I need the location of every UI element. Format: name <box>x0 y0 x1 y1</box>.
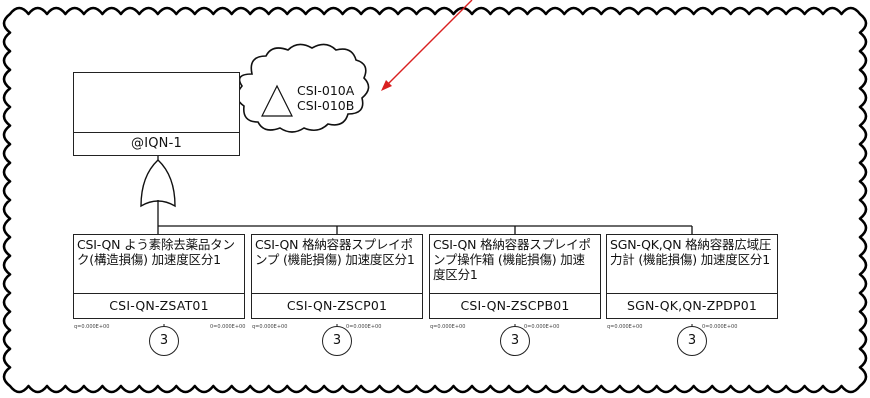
basic-event-box[interactable]: CSI-QN 格納容器スプレイポンプ (機能損傷) 加速度区分1 CSI-QN-… <box>251 234 423 319</box>
basic-event-box[interactable]: CSI-QN よう素除去薬品タンク(構造損傷) 加速度区分1 CSI-QN-ZS… <box>73 234 245 319</box>
count-circle: 3 <box>500 326 530 356</box>
wavy-border <box>2 6 868 394</box>
event-code: CSI-QN-ZSCPB01 <box>430 293 600 318</box>
transfer-item: CSI-010A <box>297 83 355 98</box>
basic-event-box[interactable]: SGN-QK,QN 格納容器広域圧力計 (機能損傷) 加速度区分1 SGN-QK… <box>606 234 778 319</box>
event-description: CSI-QN 格納容器スプレイポンプ操作箱 (機能損傷) 加速度区分1 <box>433 237 591 282</box>
prob-right: 0=0.000E+00 <box>524 324 560 330</box>
prob-left: q=0.000E+00 <box>252 324 288 330</box>
transfer-list: CSI-010A CSI-010B <box>297 83 354 113</box>
prob-left: q=0.000E+00 <box>74 324 110 330</box>
annotation-arrow-head <box>381 80 392 91</box>
count-circle: 3 <box>149 326 179 356</box>
top-event-code: @IQN-1 <box>74 132 239 155</box>
event-description: CSI-QN 格納容器スプレイポンプ (機能損傷) 加速度区分1 <box>255 237 415 267</box>
prob-right: 0=0.000E+00 <box>346 324 382 330</box>
basic-event-box[interactable]: CSI-QN 格納容器スプレイポンプ操作箱 (機能損傷) 加速度区分1 CSI-… <box>429 234 601 319</box>
prob-left: q=0.000E+00 <box>607 324 643 330</box>
prob-right: 0=0.000E+00 <box>702 324 738 330</box>
event-code: CSI-QN-ZSCP01 <box>252 293 422 318</box>
top-event-description <box>74 73 239 141</box>
event-description: SGN-QK,QN 格納容器広域圧力計 (機能損傷) 加速度区分1 <box>610 237 772 267</box>
event-code: SGN-QK,QN-ZPDP01 <box>607 293 777 318</box>
count-circle: 3 <box>322 326 352 356</box>
count-circle: 3 <box>677 326 707 356</box>
event-code: CSI-QN-ZSAT01 <box>74 293 244 318</box>
transfer-item: CSI-010B <box>297 98 355 113</box>
top-event-box[interactable]: @IQN-1 <box>73 72 240 156</box>
transfer-triangle-icon <box>261 84 293 117</box>
prob-right: 0=0.000E+00 <box>210 324 246 330</box>
or-gate-icon <box>140 159 176 208</box>
cloud-shape <box>236 43 370 133</box>
annotation-arrow-line <box>383 0 473 89</box>
event-description: CSI-QN よう素除去薬品タンク(構造損傷) 加速度区分1 <box>77 237 235 267</box>
prob-left: q=0.000E+00 <box>430 324 466 330</box>
